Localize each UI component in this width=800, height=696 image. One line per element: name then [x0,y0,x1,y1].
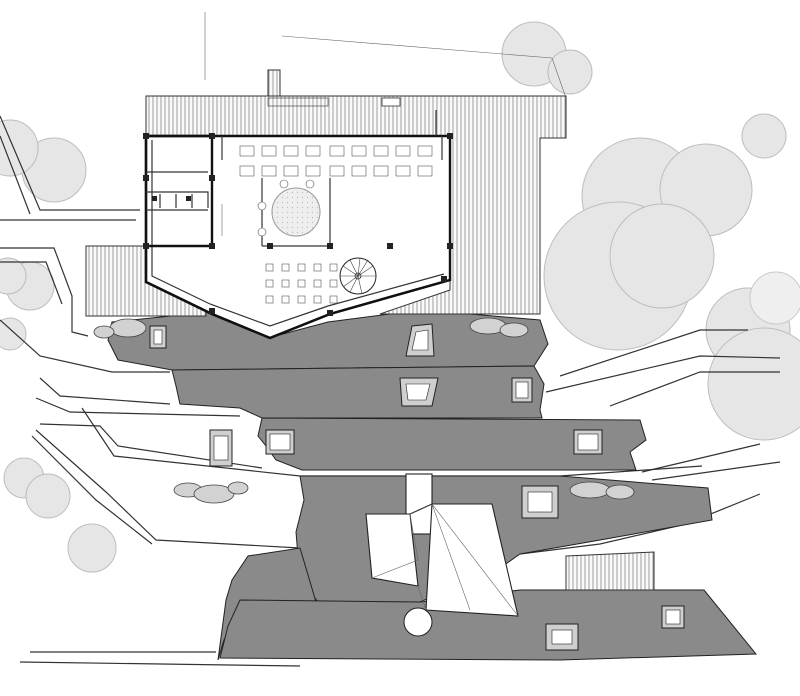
courtyard-tree [257,179,321,237]
small-table [265,263,274,272]
small-table [281,295,290,304]
cafe-table [373,145,389,157]
small-table [329,279,338,288]
small-table [313,295,322,304]
cafe-table [261,145,277,157]
stepped-terraces [107,309,758,661]
cafe-table [351,145,367,157]
cafe-table [395,165,411,177]
small-table [281,279,290,288]
small-table [297,279,306,288]
small-table [265,279,274,288]
cafe-table [373,165,389,177]
small-table [281,263,290,272]
small-table [297,263,306,272]
skylights [149,323,685,651]
wedge-sculpture [365,473,519,637]
rock-clusters [93,317,635,504]
cafe-table [351,165,367,177]
small-table [329,263,338,272]
small-table [329,295,338,304]
cafe-table [283,165,299,177]
spiral-stair [339,257,377,295]
small-table [297,295,306,304]
cafe-table [305,165,321,177]
building-footprint [144,97,452,340]
cafe-table [417,145,433,157]
cafe-table [239,165,255,177]
structural-columns [143,133,453,316]
cafe-table [329,145,345,157]
site-lines [0,12,781,667]
lower-table-grid [265,263,338,304]
cafe-table [261,165,277,177]
small-table [265,295,274,304]
site-trees [0,21,800,573]
cafe-table [283,145,299,157]
cafe-table [239,145,255,157]
cafe-table [305,145,321,157]
cafe-table [395,145,411,157]
cafe-seating-grid [239,145,433,177]
cafe-table [417,165,433,177]
small-table [313,279,322,288]
cafe-table [329,165,345,177]
small-table [313,263,322,272]
